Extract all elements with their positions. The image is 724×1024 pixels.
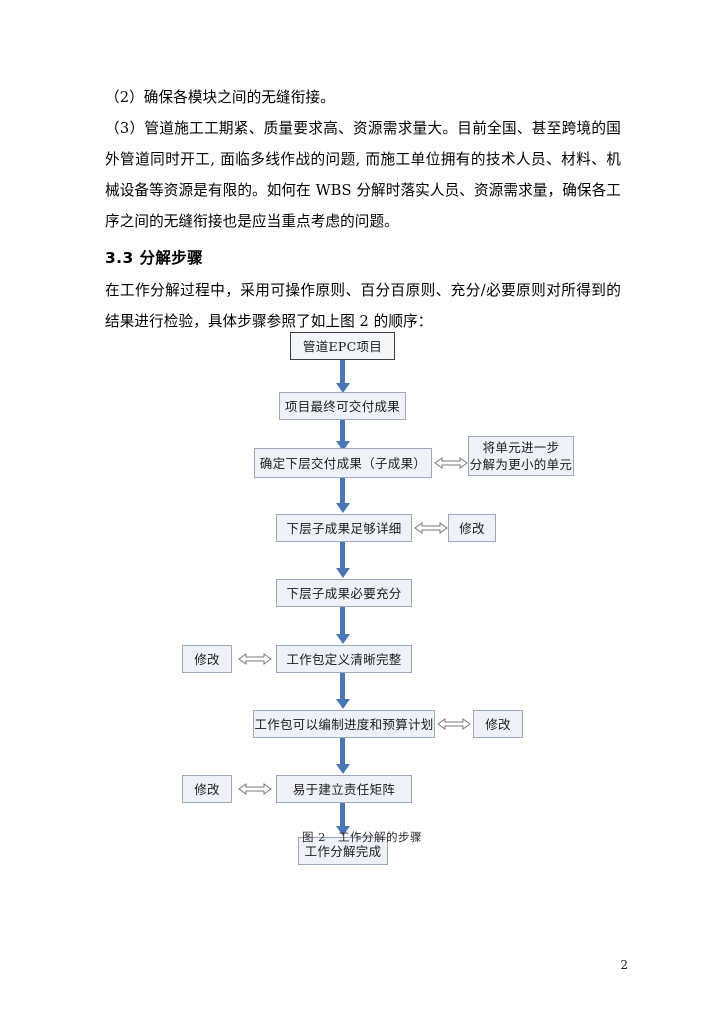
flow-arrow-wpclear-to-wpplan <box>340 673 345 700</box>
flow-node-detailed-enough[interactable]: 下层子成果足够详细 <box>276 514 412 542</box>
flow-node-revise-4[interactable]: 修改 <box>182 775 232 803</box>
flow-arrow-final-to-sublevel <box>340 420 345 442</box>
paragraph-2: （2）确保各模块之间的无缝衔接。 <box>105 89 335 106</box>
figure-caption: 图 2 工作分解的步骤 <box>302 830 422 844</box>
flow-node-necessary-sufficient[interactable]: 下层子成果必要充分 <box>276 579 412 607</box>
flow-node-workpackage-plan[interactable]: 工作包可以编制进度和预算计划 <box>253 710 435 738</box>
flow-arrow-detailed-to-sufficient <box>340 542 345 569</box>
section-heading-3-3: 3.3 分解步骤 <box>105 249 204 267</box>
flow-arrow-sufficient-to-wpclear <box>340 607 345 635</box>
flow-arrow-matrix-to-done <box>340 803 345 827</box>
flow-node-revise-1[interactable]: 修改 <box>448 514 496 542</box>
flow-node-workpackage-clear[interactable]: 工作包定义清晰完整 <box>276 645 412 673</box>
flow-node-split-further[interactable]: 将单元进一步 分解为更小的单元 <box>468 436 574 476</box>
paragraph-3: （3）管道施工工期紧、质量要求高、资源需求量大。目前全国、甚至跨境的国外管道同时… <box>105 120 621 230</box>
flow-arrow-sublevel-to-detailed <box>340 478 345 504</box>
paragraph-intro: 在工作分解过程中，采用可操作原则、百分百原则、充分/必要原则对所得到的结果进行检… <box>105 282 621 330</box>
flow-node-root[interactable]: 管道EPC项目 <box>290 332 395 360</box>
flow-node-final-deliverable[interactable]: 项目最终可交付成果 <box>279 392 406 420</box>
flow-darrow-sublevel-split <box>434 454 468 472</box>
flow-node-sublevel-deliverable[interactable]: 确定下层交付成果（子成果） <box>254 448 432 478</box>
flow-arrow-root-to-final <box>340 360 345 384</box>
flow-node-revise-2[interactable]: 修改 <box>182 645 232 673</box>
wbs-decomposition-flowchart: 管道EPC项目 项目最终可交付成果 确定下层交付成果（子成果） 将单元进一步 分… <box>0 326 724 865</box>
flow-arrow-wpplan-to-matrix <box>340 738 345 765</box>
flow-node-responsibility-matrix[interactable]: 易于建立责任矩阵 <box>276 775 412 803</box>
flow-node-revise-3[interactable]: 修改 <box>473 710 523 738</box>
page-body-text: （2）确保各模块之间的无缝衔接。 （3）管道施工工期紧、质量要求高、资源需求量大… <box>105 82 621 337</box>
page-number: 2 <box>620 958 628 972</box>
flow-darrow-detailed-revise <box>414 519 448 537</box>
flow-darrow-wpclear-revise <box>238 650 272 668</box>
flow-darrow-wpplan-revise <box>437 715 471 733</box>
flow-darrow-matrix-revise <box>238 780 272 798</box>
flow-node-decomposition-done[interactable]: 工作分解完成 <box>298 837 388 865</box>
